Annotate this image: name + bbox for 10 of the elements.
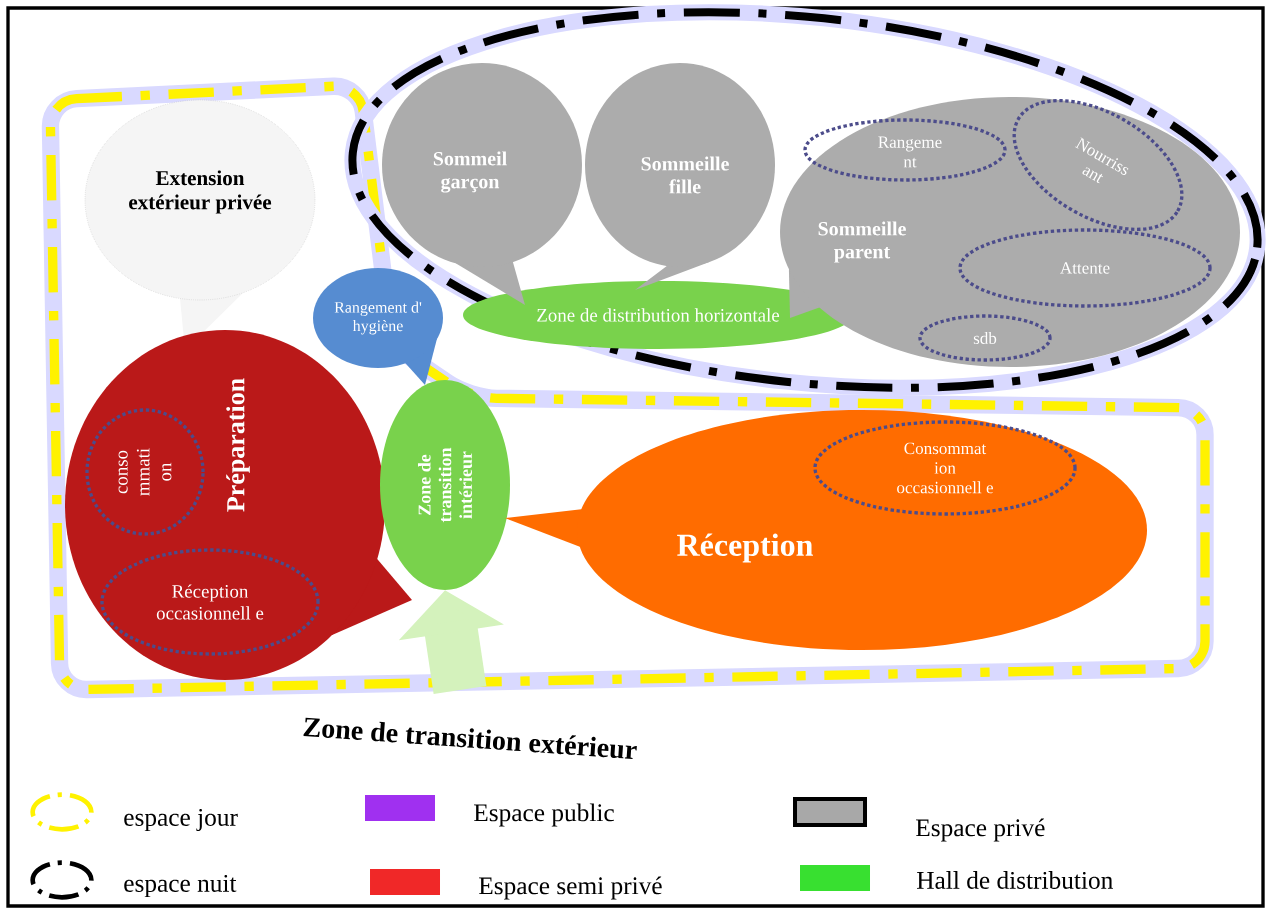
legend-label: Espace public [474,803,614,827]
legend-label: Hall de distribution [917,871,1113,889]
legend-label: Espace semi privé [479,876,662,900]
speech-bubble: Sommeille fille [585,63,775,290]
speech-bubble: Extension extérieur privée [84,99,316,350]
curved-caption: Zone de transition extérieur [303,717,637,759]
legend-label: Espace privé [916,818,1045,842]
speech-bubble: Rangement d' hygiène [313,268,443,385]
legend-label: espace jour [124,808,238,832]
legend-label: espace nuit [124,874,237,898]
